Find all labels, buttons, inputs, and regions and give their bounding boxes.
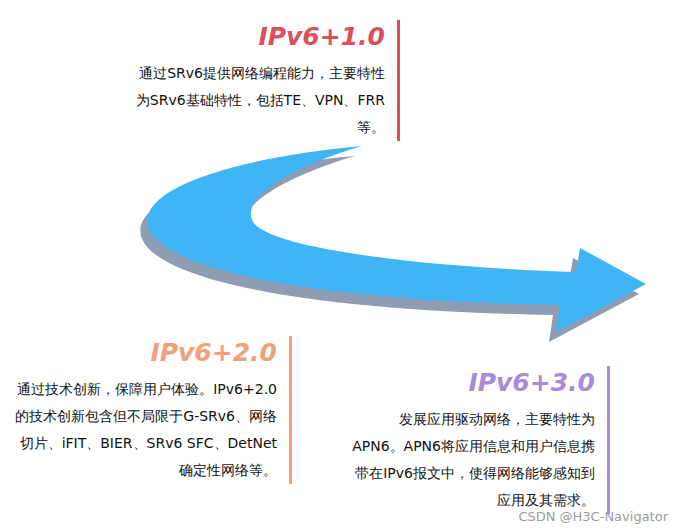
stage-description: 通过SRv6提供网络编程能力，主要特性为SRv6基础特性，包括TE、VPN、FR… — [128, 60, 385, 141]
stage-heading: IPv6+1.0 — [128, 20, 385, 54]
stage-heading: IPv6+2.0 — [12, 336, 277, 370]
stage-block: IPv6+2.0 通过技术创新，保障用户体验。IPv6+2.0的技术创新包含但不局… — [12, 336, 292, 484]
arrow-body — [147, 146, 646, 332]
stage-heading: IPv6+3.0 — [352, 366, 595, 400]
watermark: CSDN @H3C-Navigator — [518, 509, 668, 524]
stage-description: 通过技术创新，保障用户体验。IPv6+2.0的技术创新包含但不局限于G-SRv6… — [12, 376, 277, 484]
stage-description: 发展应用驱动网络，主要特性为APN6。APN6将应用信息和用户信息携带在IPv6… — [352, 406, 595, 514]
stage-block: IPv6+3.0 发展应用驱动网络，主要特性为APN6。APN6将应用信息和用户信… — [352, 366, 610, 514]
stage-block: IPv6+1.0 通过SRv6提供网络编程能力，主要特性为SRv6基础特性，包括T… — [128, 20, 400, 141]
